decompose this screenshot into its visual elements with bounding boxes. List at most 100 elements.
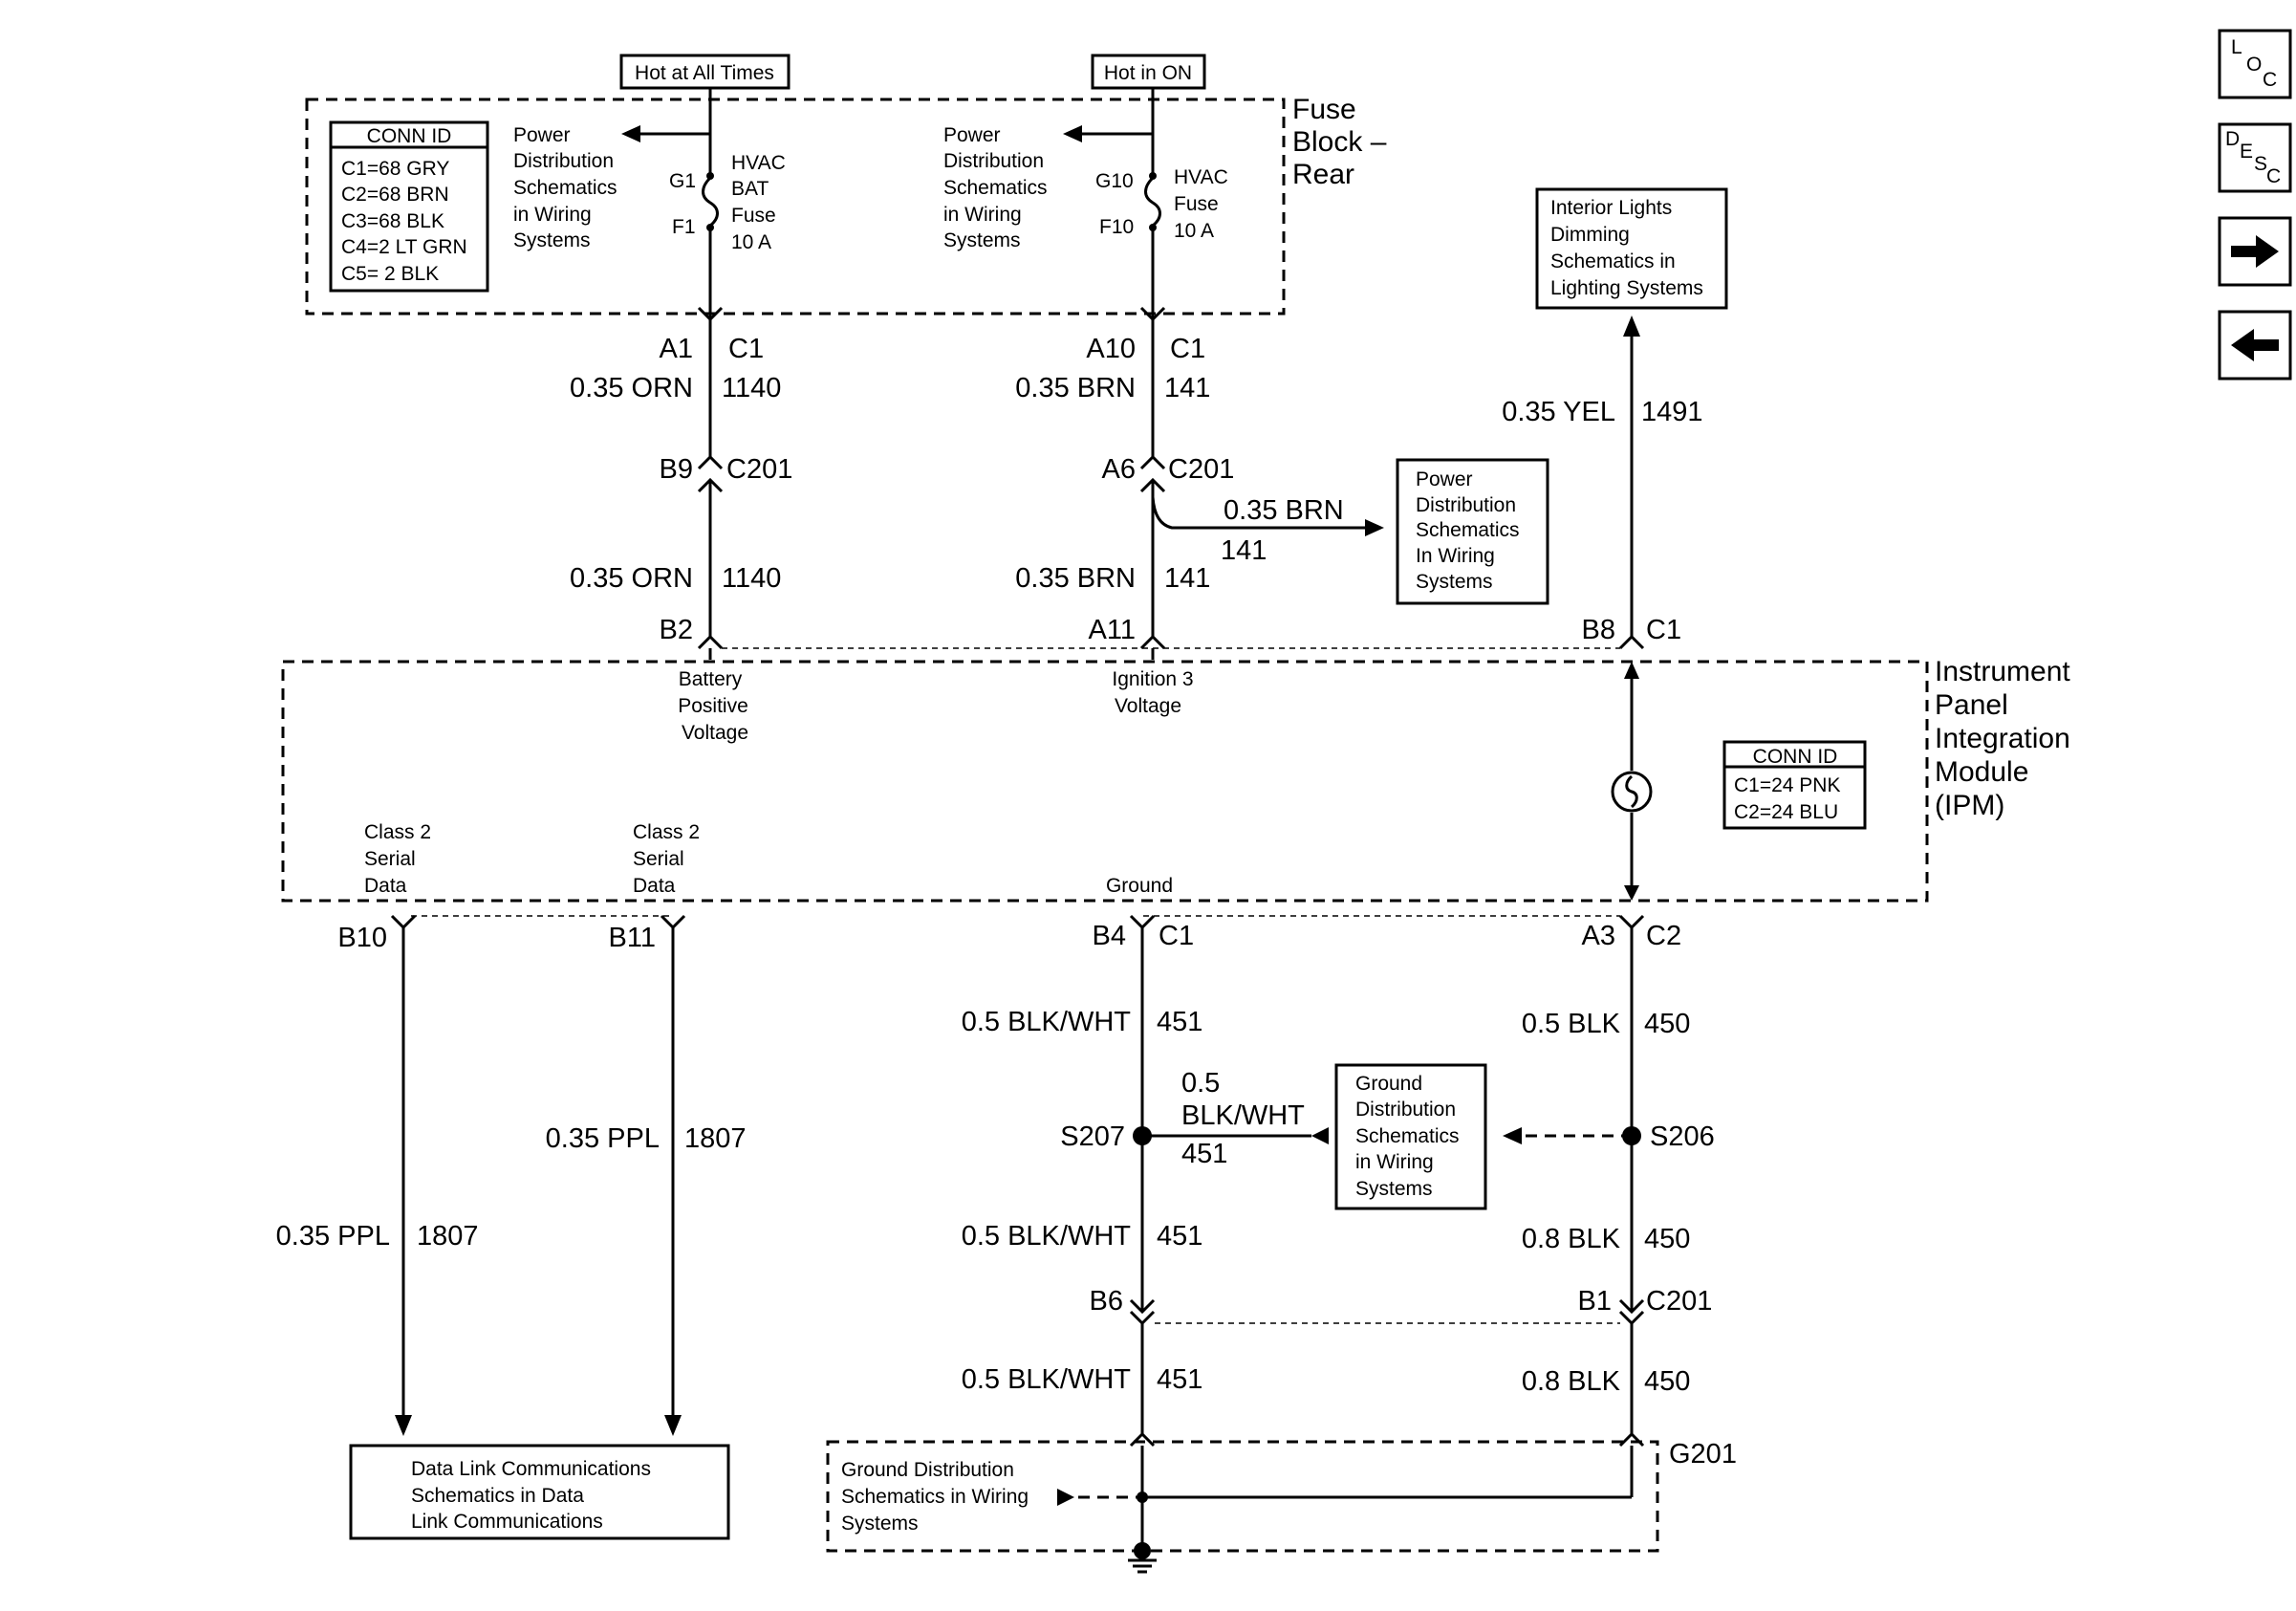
ground-dist-ref-text: in Wiring xyxy=(1355,1151,1434,1173)
fuse-right-ref-text: Power xyxy=(943,124,1001,146)
ignition-3-label: Ignition 3 xyxy=(1112,668,1193,690)
wire-label: 0.8 BLK xyxy=(1522,1224,1621,1254)
fuse-conn-id-line: C5= 2 BLK xyxy=(341,263,439,285)
wire-label: 0.35 BRN xyxy=(1015,563,1136,594)
desc-button[interactable]: D E S C xyxy=(2218,122,2292,193)
g201-label: G201 xyxy=(1669,1439,1737,1469)
circuit-number: 450 xyxy=(1644,1366,1690,1397)
branch-wire-label: 0.5 xyxy=(1181,1068,1220,1099)
branch-circuit-number: 451 xyxy=(1181,1139,1227,1169)
ground-450-circuit: A3 C2 0.5 BLK 450 S206 0.8 BLK 450 B1 C2… xyxy=(1503,914,1715,1448)
arrow-left-icon xyxy=(2231,329,2279,361)
pin-a10: A10 xyxy=(1086,334,1136,364)
fuse-g10-label: G10 xyxy=(1095,170,1134,192)
fuse-hvac-bat-label: 10 A xyxy=(731,231,771,253)
ipm-conn-id-box xyxy=(1722,740,1867,830)
interior-lights-ref-text: Interior Lights xyxy=(1550,197,1672,219)
ipm-module: Instrument Panel Integration Module (IPM… xyxy=(281,656,2070,903)
fuse-right-ref-text: Systems xyxy=(943,229,1021,251)
branch-wire-label: 0.35 BRN xyxy=(1224,495,1344,526)
circuit-number: 141 xyxy=(1164,373,1210,403)
ipm-label: (IPM) xyxy=(1935,790,2004,821)
ipm-label: Module xyxy=(1935,756,2028,788)
hot-in-on-box xyxy=(1091,54,1206,90)
ignition-3-label: Voltage xyxy=(1115,695,1181,717)
g201-outline xyxy=(826,1440,1659,1553)
fuse-left-ref-text: Systems xyxy=(513,229,591,251)
pin-b1: B1 xyxy=(1578,1286,1612,1317)
interior-lights-ref-box[interactable]: Interior Lights Dimming Schematics in Li… xyxy=(1535,187,1728,310)
arrow-down-icon xyxy=(1624,885,1639,901)
back-button[interactable] xyxy=(2218,310,2292,381)
fuse-g1-label: G1 xyxy=(669,170,696,192)
wire-label: 0.35 PPL xyxy=(276,1221,390,1252)
battery-positive-label: Voltage xyxy=(682,722,748,744)
loc-letter: O xyxy=(2246,54,2262,76)
battery-circuit: A1 C1 0.35 ORN 1140 B9 C201 0.35 ORN 114… xyxy=(570,306,792,660)
ground-451-circuit: B4 C1 0.5 BLK/WHT 451 S207 0.5 BLK/WHT 4… xyxy=(962,914,1329,1448)
ipm-label: Integration xyxy=(1935,723,2070,754)
conn-c201: C201 xyxy=(1168,454,1234,485)
pin-b8: B8 xyxy=(1582,615,1615,645)
dimming-circuit: 0.35 YEL 1491 B8 C1 xyxy=(1502,316,1703,650)
hot-at-all-times-box xyxy=(619,54,791,90)
conn-c2: C2 xyxy=(1646,921,1681,951)
ground-g201: G201 Ground Distribution Schematics in W… xyxy=(826,1439,1737,1574)
pin-a1: A1 xyxy=(660,334,693,364)
fuse-conn-id-title: CONN ID xyxy=(367,125,452,147)
ground-dist-text: Ground Distribution xyxy=(841,1459,1014,1481)
pin-a6: A6 xyxy=(1102,454,1136,485)
pin-b10: B10 xyxy=(337,923,387,953)
wire-label: 0.8 BLK xyxy=(1522,1366,1621,1397)
wire-label: 0.35 PPL xyxy=(546,1123,660,1154)
forward-button[interactable] xyxy=(2218,216,2292,287)
arrow-right-icon xyxy=(2231,235,2279,268)
fuse-hvac-bat-label: BAT xyxy=(731,178,769,200)
arrow-right-icon xyxy=(1365,519,1384,536)
pin-b2: B2 xyxy=(660,615,693,645)
power-dist-ref-text: In Wiring xyxy=(1416,545,1495,567)
circuit-number: 450 xyxy=(1644,1224,1690,1254)
fuse-conn-id-box xyxy=(329,120,489,293)
circuit-number: 451 xyxy=(1157,1364,1202,1395)
loc-button[interactable]: L O C xyxy=(2218,29,2292,99)
conn-c1: C1 xyxy=(728,334,764,364)
circuit-number: 1807 xyxy=(417,1221,479,1252)
ground-dist-ref-text: Ground xyxy=(1355,1073,1422,1095)
arrow-left-icon xyxy=(1503,1127,1522,1144)
fuse-left-ref-text: in Wiring xyxy=(513,204,592,226)
arrow-down-icon xyxy=(395,1415,412,1436)
loc-letter: L xyxy=(2231,36,2242,58)
fuse-left-ref-text: Power xyxy=(513,124,571,146)
ground-distribution-ref-box[interactable]: Ground Distribution Schematics in Wiring… xyxy=(1334,1063,1487,1210)
fuse-hvac-bat-label: HVAC xyxy=(731,152,786,174)
power-dist-ref-text: Systems xyxy=(1416,571,1493,593)
conn-c201: C201 xyxy=(1646,1286,1712,1317)
arrow-up-icon xyxy=(1623,316,1640,337)
data-link-ref-text: Data Link Communications xyxy=(411,1458,651,1480)
circuit-number: 451 xyxy=(1157,1007,1202,1037)
circuit-number: 450 xyxy=(1644,1009,1690,1039)
battery-positive-label: Battery xyxy=(679,668,743,690)
fuse-conn-id-line: C2=68 BRN xyxy=(341,184,449,206)
fuse-terminal-dot xyxy=(1149,224,1157,231)
class2-serial-label: Serial xyxy=(633,848,684,870)
conn-c1: C1 xyxy=(1170,334,1205,364)
fuse-hvac-bat-label: Fuse xyxy=(731,205,776,227)
desc-letter: D xyxy=(2225,128,2240,150)
fuse-symbol-icon xyxy=(702,176,719,228)
arrow-left-icon xyxy=(621,125,640,142)
wire-label: 0.35 ORN xyxy=(570,373,693,403)
power-distribution-ref-box[interactable]: Power Distribution Schematics In Wiring … xyxy=(1396,458,1549,605)
ground-dist-ref-text: Distribution xyxy=(1355,1099,1456,1121)
ipm-outline xyxy=(281,660,1929,903)
fuse-block-label-3: Rear xyxy=(1292,159,1354,190)
fuse-terminal-dot xyxy=(706,224,714,231)
fuse-block-label-1: Fuse xyxy=(1292,94,1356,125)
class2-serial-label: Class 2 xyxy=(364,821,431,843)
hot-in-on-label: Hot in ON xyxy=(1104,62,1192,84)
data-link-ref-box[interactable]: Data Link Communications Schematics in D… xyxy=(349,1444,730,1540)
wire-label: 0.35 YEL xyxy=(1502,397,1615,427)
pin-b11: B11 xyxy=(609,923,656,953)
fuse-hvac-label: Fuse xyxy=(1174,193,1219,215)
